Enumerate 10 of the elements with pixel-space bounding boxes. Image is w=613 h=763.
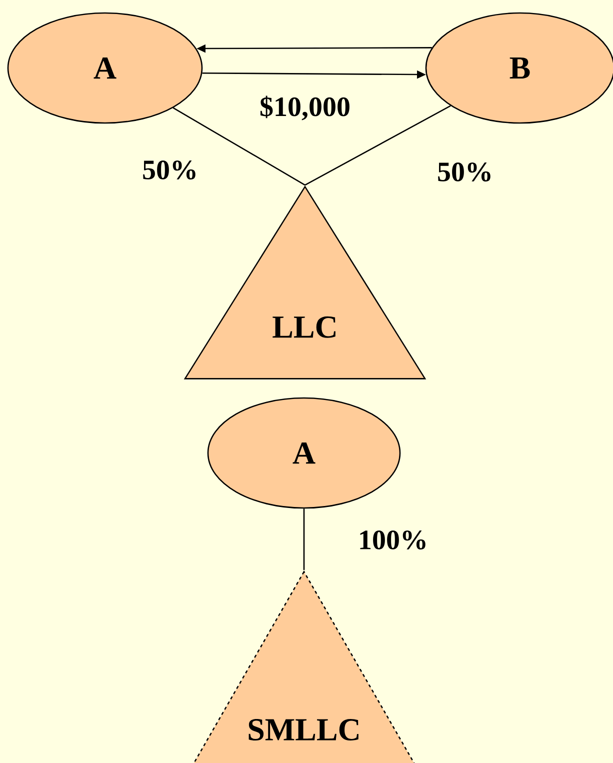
- edge-label: 50%: [141, 160, 199, 180]
- ellipse-node: B: [425, 12, 613, 124]
- connector-line: [303, 508, 305, 570]
- ellipse-node: A: [7, 12, 203, 124]
- connector-line: [172, 107, 306, 186]
- ellipse-node: A: [207, 397, 401, 509]
- connector-line: [304, 105, 451, 186]
- edge-label: $10,000: [258, 94, 352, 122]
- edge-label: 100%: [357, 530, 429, 550]
- edge-label: 50%: [436, 162, 494, 182]
